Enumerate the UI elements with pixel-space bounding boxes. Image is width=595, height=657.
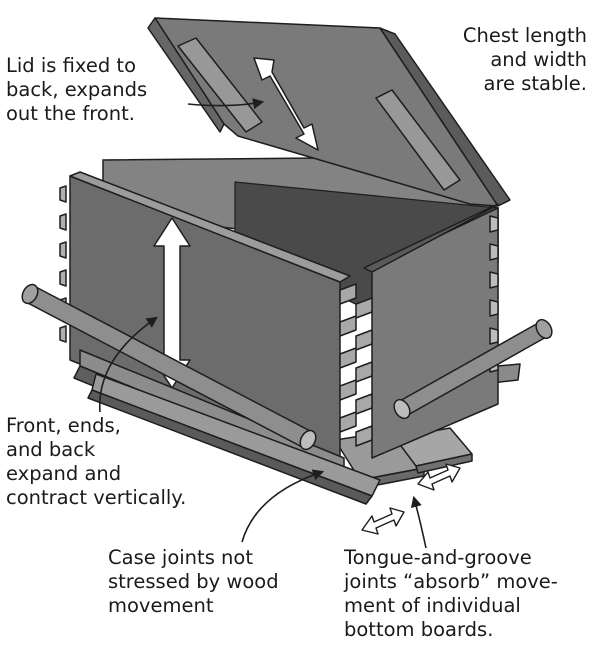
label-joints-line-1: Case joints not	[108, 546, 253, 569]
lid-batten-left	[177, 37, 263, 133]
label-tongue-line-1: Tongue-and-groove	[344, 546, 532, 569]
left-dowel	[21, 283, 317, 451]
label-panels-line-2: and back	[6, 438, 96, 461]
bottom-movement-arrows	[361, 463, 461, 535]
label-lid-line-2: back, expands	[6, 78, 148, 101]
bottom-arrow-upper	[417, 463, 461, 491]
label-tongue-line-3: ment of individual	[344, 594, 521, 617]
label-lid-line-1: Lid is fixed to	[6, 54, 137, 77]
label-lid: Lid is fixed to back, expands out the fr…	[6, 54, 147, 126]
label-joints-line-2: stressed by wood	[108, 570, 279, 593]
bottom-board-2-edge	[415, 453, 473, 474]
label-panels-line-3: expand and	[6, 462, 122, 485]
label-chest: Chest length and width are stable.	[463, 24, 587, 96]
label-panels: Front, ends, and back expand and contrac…	[6, 414, 186, 510]
lid-batten-right	[375, 89, 461, 191]
label-chest-line-2: and width	[490, 48, 587, 71]
leader-tongue	[410, 495, 427, 549]
label-lid-line-3: out the front.	[6, 102, 135, 125]
label-chest-line-1: Chest length	[462, 24, 587, 47]
label-tongue-line-2: joints “absorb” move-	[344, 570, 558, 593]
leader-lid	[187, 98, 265, 110]
label-tongue-line-4: bottom boards.	[344, 618, 494, 641]
lid-left-edge	[147, 17, 225, 133]
label-chest-line-3: are stable.	[483, 72, 587, 95]
right-dowel	[393, 318, 553, 420]
leader-joints	[241, 469, 325, 543]
leader-lines	[99, 98, 427, 549]
leader-panels	[99, 316, 158, 413]
lid-front-edge	[379, 27, 511, 207]
corner-dovetail-joint	[339, 283, 373, 447]
label-joints-line-3: movement	[108, 594, 214, 617]
lid	[147, 17, 511, 207]
label-joints: Case joints not stressed by wood movemen…	[108, 546, 279, 618]
front-panel-top-edge	[69, 171, 351, 283]
front-bottom-rail	[73, 349, 381, 505]
label-panels-line-4: contract vertically.	[6, 486, 187, 509]
end-panel-top-edge	[363, 203, 499, 273]
label-panels-line-1: Front, ends,	[6, 414, 121, 437]
lid-expansion-arrow	[253, 57, 319, 151]
end-panel-dovetails	[489, 215, 499, 373]
bottom-arrow-lower	[361, 507, 405, 535]
label-tongue: Tongue-and-groove joints “absorb” move- …	[344, 546, 558, 642]
